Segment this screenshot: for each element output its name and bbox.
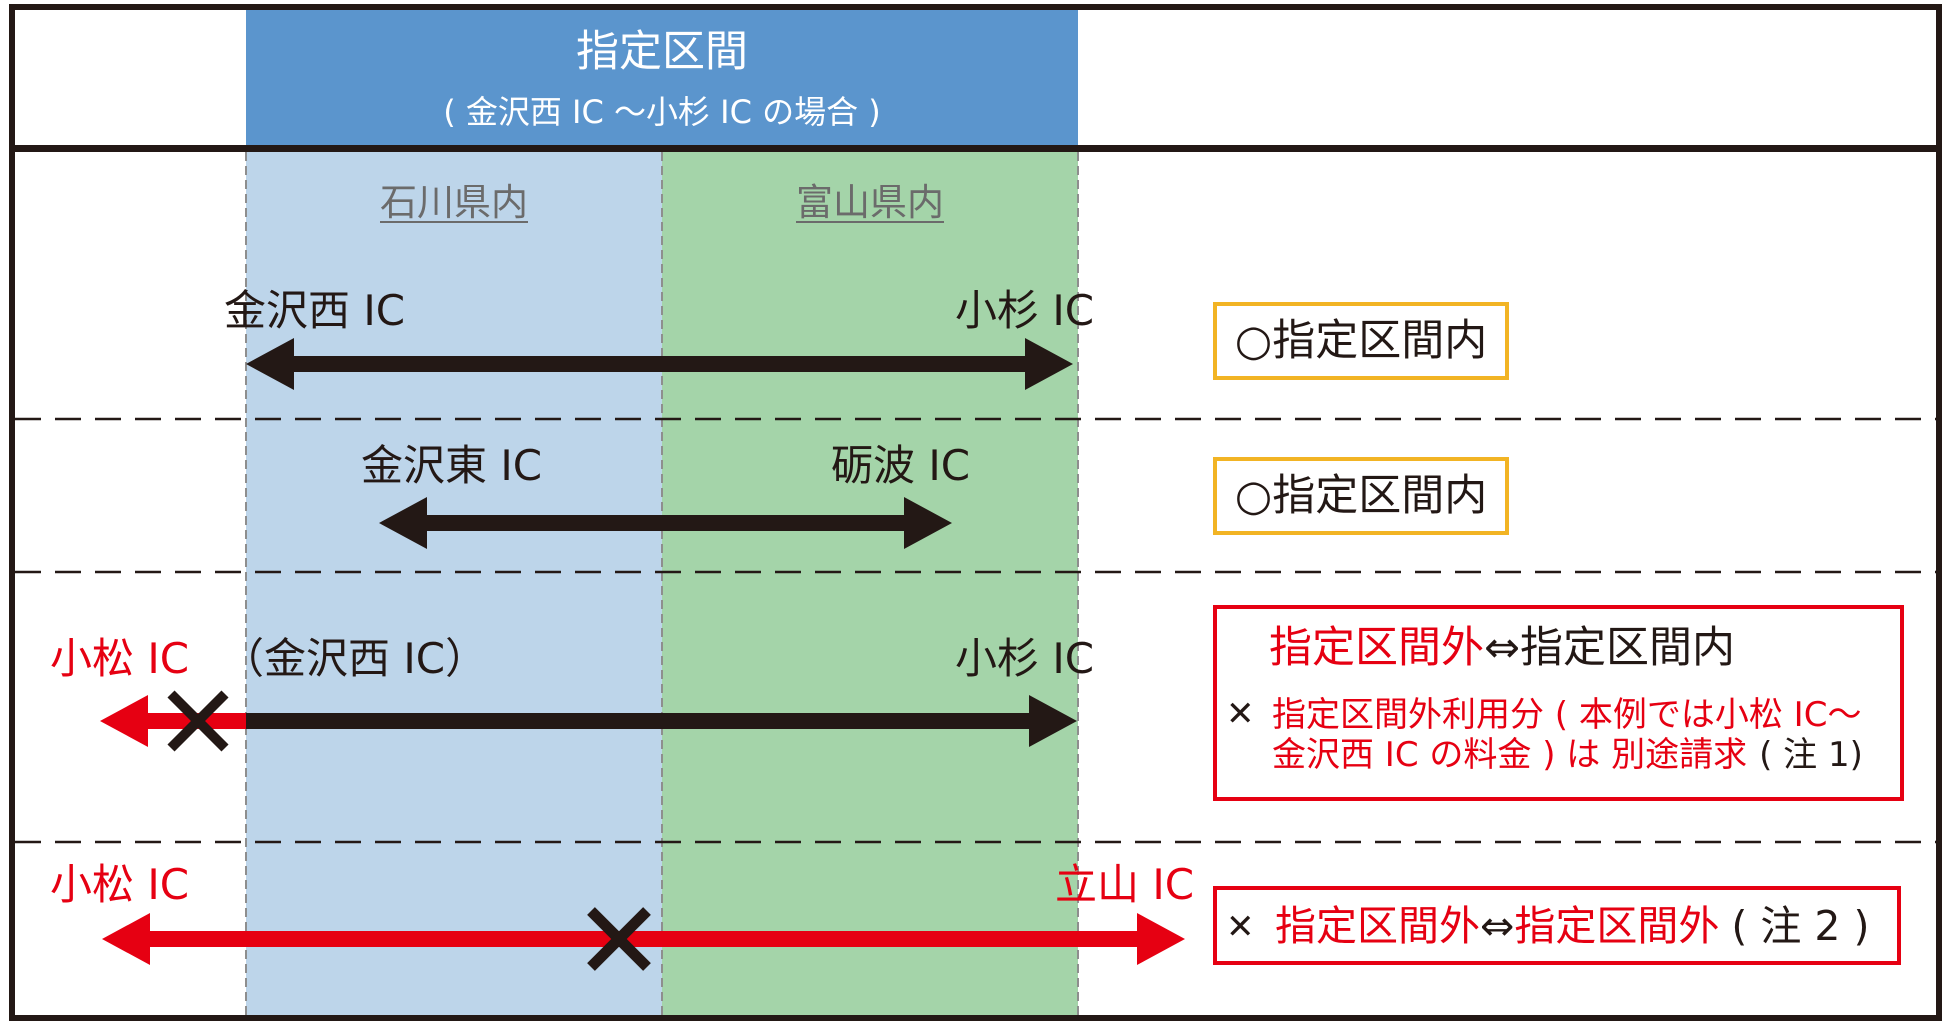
region-label-toyama: 富山県内 — [796, 181, 944, 224]
header-subtitle: ( 金沢西 IC ～小杉 IC の場合 ) — [443, 93, 881, 131]
row-separators — [15, 417, 1936, 844]
ic-label-row-4-outside-left: 小松 IC — [50, 860, 190, 909]
result-box-row-2: ○指定区間内 — [1213, 457, 1509, 535]
result-link: ⇔ — [1480, 902, 1515, 950]
result-box-row-1: ○指定区間内 — [1213, 302, 1509, 380]
result-title: 指定区間外⇔指定区間内 — [1269, 627, 1735, 670]
ic-label-row-2-left: 金沢東 IC — [361, 441, 543, 490]
outside-route-arrow-row-4 — [102, 913, 1185, 965]
outside-segment-arrow-row-3 — [100, 695, 248, 747]
result-from: 指定区間外 — [1275, 902, 1480, 950]
result-note-line-2: 金沢西 IC の料金 ) は 別途請求 ( 注 1) — [1272, 738, 1863, 772]
result-title-outside: 指定区間外 — [1269, 623, 1484, 673]
result-text: 指定区間内 — [1272, 470, 1488, 521]
prefecture-dividers — [245, 152, 1079, 1015]
circle-mark-icon: ○ — [1234, 315, 1273, 366]
route-arrow-row-1 — [246, 338, 1073, 390]
ic-label-row-2-right: 砺波 IC — [831, 441, 971, 490]
cross-mark-icon: ✕ — [1226, 907, 1255, 947]
toyama-column — [662, 152, 1078, 1015]
result-text: 指定区間内 — [1272, 315, 1488, 366]
result-title-rest: ⇔指定区間内 — [1484, 623, 1736, 673]
result-box-row-4: ✕ 指定区間外⇔指定区間外( 注 2 ) — [1213, 886, 1901, 965]
result-note-line-1: 指定区間外利用分 ( 本例では小松 IC～ — [1272, 695, 1862, 735]
ic-label-row-3-right: 小杉 IC — [955, 634, 1095, 683]
inside-segment-arrow-row-3 — [246, 695, 1077, 747]
result-text: 指定区間外⇔指定区間外( 注 2 ) — [1275, 906, 1870, 947]
note-reference: ( 注 2 ) — [1731, 902, 1870, 950]
designated-section-header: 指定区間 ( 金沢西 IC ～小杉 IC の場合 ) — [246, 10, 1078, 145]
ic-label-row-1-left: 金沢西 IC — [224, 286, 406, 335]
result-box-row-3: 指定区間外⇔指定区間内 ✕ 指定区間外利用分 ( 本例では小松 IC～ 金沢西 … — [1213, 605, 1904, 801]
route-arrow-row-2 — [379, 497, 952, 549]
header-divider — [9, 145, 1942, 152]
ic-label-row-1-right: 小杉 IC — [955, 286, 1095, 335]
circle-mark-icon: ○ — [1234, 470, 1273, 521]
cross-mark-icon: ✕ — [1226, 694, 1255, 734]
cross-mark-icon-row-4 — [587, 907, 651, 971]
ic-label-row-3-left: （金沢西 IC） — [222, 634, 488, 683]
ic-label-row-3-outside-left: 小松 IC — [50, 634, 190, 683]
result-to: 指定区間外 — [1514, 902, 1720, 950]
region-label-ishikawa: 石川県内 — [380, 181, 528, 224]
note-reference: ( 注 1) — [1759, 735, 1863, 775]
ishikawa-column — [246, 152, 662, 1015]
cross-mark-icon-row-3 — [167, 690, 229, 752]
ic-label-row-4-outside-right: 立山 IC — [1055, 860, 1195, 909]
header-title: 指定区間 — [576, 27, 748, 77]
result-note-text: 金沢西 IC の料金 ) は 別途請求 — [1272, 735, 1748, 775]
